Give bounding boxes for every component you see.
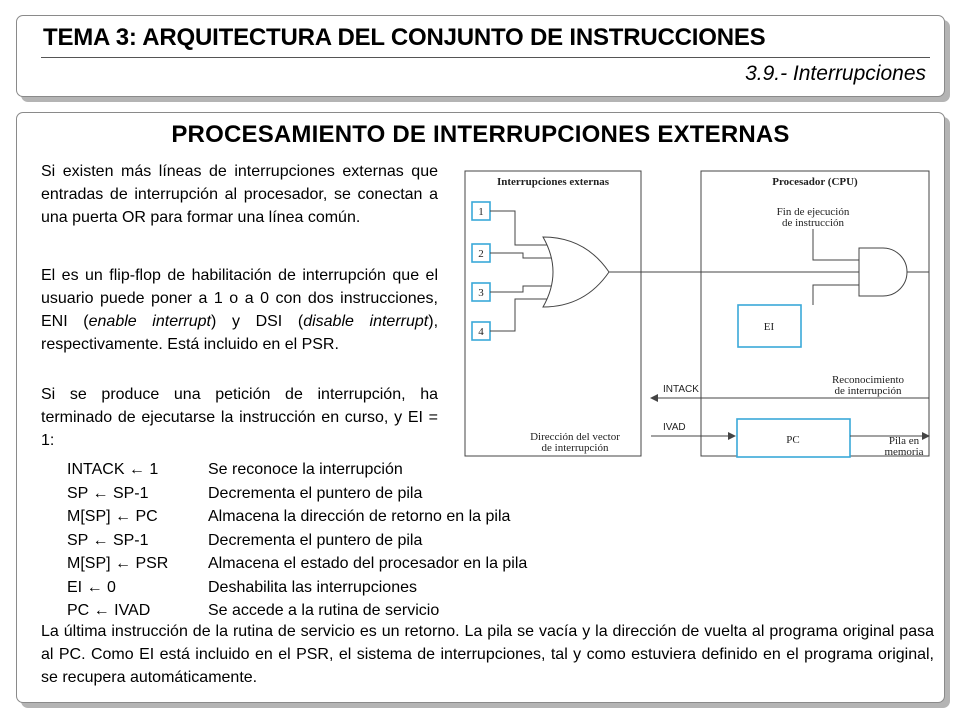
step-row: EI ← 0 Deshabilita las interrupciones [67,576,527,600]
step-operation: M[SP] ← PSR [67,555,169,572]
main-title: PROCESAMIENTO DE INTERRUPCIONES EXTERNAS [171,121,790,148]
paragraph-ei-flipflop: El es un flip-flop de habilitación de in… [41,264,438,356]
step-row: M[SP] ← PC Almacena la dirección de retor… [67,505,527,529]
main-panel: PROCESAMIENTO DE INTERRUPCIONES EXTERNAS… [16,112,945,703]
stack-label-2: memoria [884,446,923,458]
intack-label: INTACK [663,384,699,395]
interrupt-input-2-label: 2 [478,248,484,260]
ei-wire [812,284,859,305]
and-gate [858,247,908,297]
step-row: PC ← IVAD Se accede a la rutina de servic… [67,599,527,623]
step-description: Decrementa el puntero de pila [208,484,423,502]
steps-list: INTACK ← 1 Se reconoce la interrupción SP… [67,458,527,623]
step-operation: PC ← IVAD [67,602,151,619]
step-description: Almacena la dirección de retorno en la p… [208,508,511,525]
interrupt-input-1: 1 [471,201,491,221]
paragraph-or-gate: Si existen más líneas de interrupciones … [41,163,438,226]
interrupt-input-4: 4 [471,321,491,341]
step-operation: EI ← 0 [67,578,116,596]
interrupt-input-3: 3 [471,282,491,302]
ei-flipflop-box [737,304,802,348]
end-of-instruction-label-1: Fin de ejecución [777,206,850,218]
input-wires [490,210,553,332]
step-operation: M[SP] ← PC [67,508,158,525]
end-of-instruction-wire [812,229,859,261]
step-description: Se reconoce la interrupción [208,461,403,478]
ivad-label: IVAD [663,422,686,433]
para2-enable-interrupt: enable interrupt [88,313,211,330]
acknowledge-label-2: de interrupción [835,385,902,397]
para2-text-a: El es un flip-flop de habilitación de in… [41,267,438,330]
header-divider [41,57,930,58]
para2-text-e: ), respectivamente. Está incluido en el … [41,313,439,353]
ei-label: EI [764,321,775,333]
step-row: SP ← SP-1 Decrementa el puntero de pila [67,529,527,553]
stack-label-1: Pila en [889,435,920,447]
external-interrupts-label: Interrupciones externas [497,176,610,188]
end-of-instruction-label-2: de instrucción [782,217,845,229]
interrupt-diagram: Interrupciones externas Procesador (CPU)… [464,170,930,458]
para2-text-c: ) y DSI ( [211,313,304,330]
interrupt-input-3-label: 3 [478,287,484,299]
paragraph-interrupt-request: Si se produce una petición de interrupci… [41,386,438,449]
vector-address-label-1: Dirección del vector [530,431,620,443]
header-panel: TEMA 3: ARQUITECTURA DEL CONJUNTO DE INS… [16,15,945,97]
interrupt-input-2: 2 [471,243,491,263]
external-interrupts-box [464,170,642,457]
vector-address-label-2: de interrupción [542,442,609,454]
step-row: M[SP] ← PSR Almacena el estado del proces… [67,552,527,576]
step-description: Se accede a la rutina de servicio [208,602,440,619]
step-row: SP ← SP-1 Decrementa el puntero de pila [67,482,527,506]
interrupt-input-1-label: 1 [478,206,484,218]
step-operation: INTACK ← 1 [67,461,159,478]
step-row: INTACK ← 1 Se reconoce la interrupción [67,458,527,482]
pc-register-box [736,418,851,458]
paragraph-return: La última instrucción de la rutina de se… [41,623,934,686]
step-operation: SP ← SP-1 [67,484,149,502]
header-subtitle: 3.9.- Interrupciones [745,62,926,85]
processor-label: Procesador (CPU) [772,176,858,188]
header-title: TEMA 3: ARQUITECTURA DEL CONJUNTO DE INS… [43,24,766,51]
interrupt-input-4-label: 4 [478,326,484,338]
acknowledge-label-1: Reconocimiento [832,374,905,386]
step-description: Decrementa el puntero de pila [208,531,423,549]
or-gate [542,236,610,308]
step-description: Almacena el estado del procesador en la … [208,555,528,572]
step-operation: SP ← SP-1 [67,531,149,549]
pc-label: PC [786,434,799,446]
para2-disable-interrupt: disable interrupt [303,313,429,330]
step-description: Deshabilita las interrupciones [208,578,417,596]
